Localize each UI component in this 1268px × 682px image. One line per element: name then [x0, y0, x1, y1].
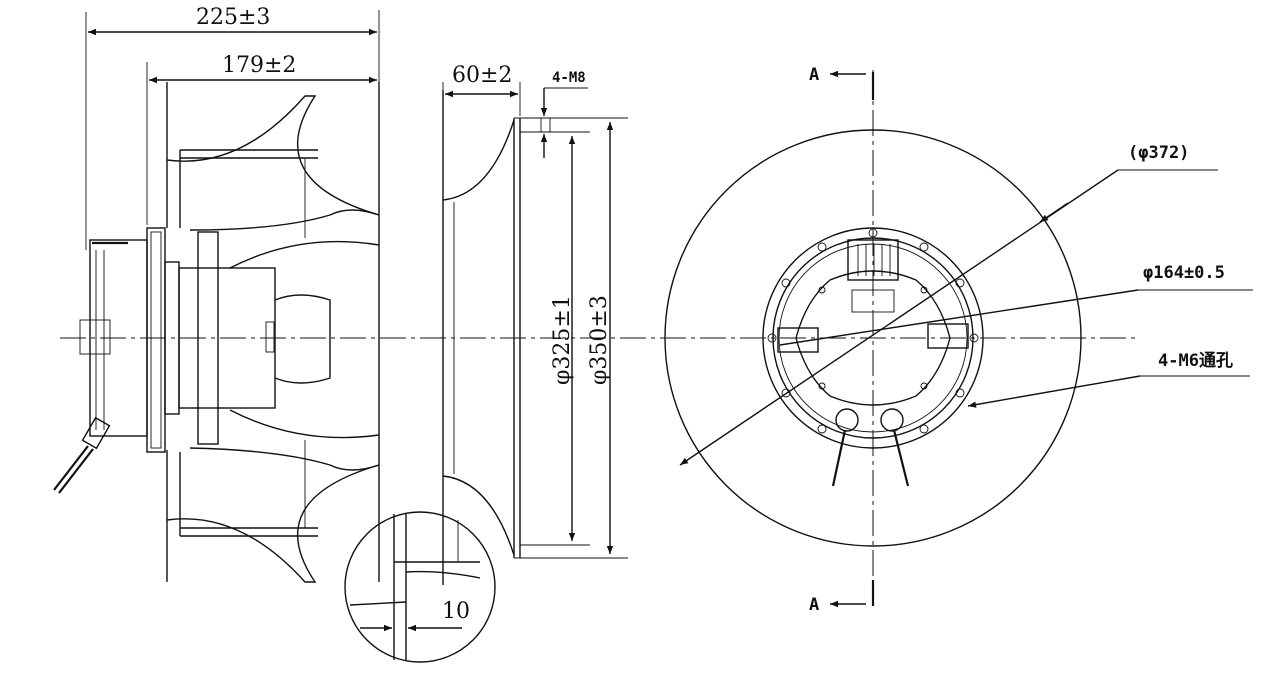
dim-line-164 — [779, 289, 1139, 346]
dim-label-60: 60±2 — [452, 63, 512, 88]
terminal-block — [847, 239, 899, 281]
section-marker-top: A — [809, 65, 875, 100]
motor-face — [795, 270, 951, 406]
leader-m6 — [967, 375, 1141, 408]
motor-housing — [89, 239, 148, 437]
dim-label-164: φ164±0.5 — [1143, 263, 1225, 283]
hub-ring-inner — [778, 243, 968, 433]
detail-label: 10 — [442, 599, 470, 624]
impeller-blades-lower — [166, 338, 380, 583]
dim-label-325: φ325±1 — [550, 295, 575, 385]
cable-gland — [53, 416, 111, 494]
hub-ring-mid — [772, 237, 974, 439]
dim-label-350: φ350±3 — [587, 295, 612, 385]
impeller-blades-upper — [166, 82, 380, 338]
section-marker-bottom: A — [809, 580, 875, 615]
hub-bolt-holes — [767, 228, 979, 434]
front-cable-glands — [831, 408, 910, 487]
terminal-box — [79, 319, 111, 355]
back-plate — [146, 227, 166, 453]
rotor-nub — [265, 321, 275, 353]
label-m6: 4-M6通孔 — [1158, 351, 1233, 371]
back-plate-inner — [150, 231, 162, 449]
hub-ring-outer — [762, 227, 984, 449]
inlet-ring — [442, 90, 628, 585]
dim-arrow-372 — [1039, 202, 1069, 223]
dim-label-372: (φ372) — [1128, 143, 1189, 163]
terminal-cover — [851, 289, 895, 313]
svg-text:A: A — [809, 595, 819, 615]
side-view: 225±3 179±2 — [53, 5, 660, 663]
dim-label-225: 225±3 — [196, 5, 270, 30]
rotor-flange — [197, 231, 219, 445]
rotor — [178, 267, 276, 409]
bracket-right — [927, 323, 969, 349]
label-m8: 4-M8 — [552, 70, 586, 86]
svg-text:A: A — [809, 65, 819, 85]
dim-label-179: 179±2 — [222, 53, 296, 78]
detail-view: 10 — [344, 511, 496, 663]
front-view: A A — [620, 65, 1253, 615]
bracket-left — [777, 327, 819, 353]
